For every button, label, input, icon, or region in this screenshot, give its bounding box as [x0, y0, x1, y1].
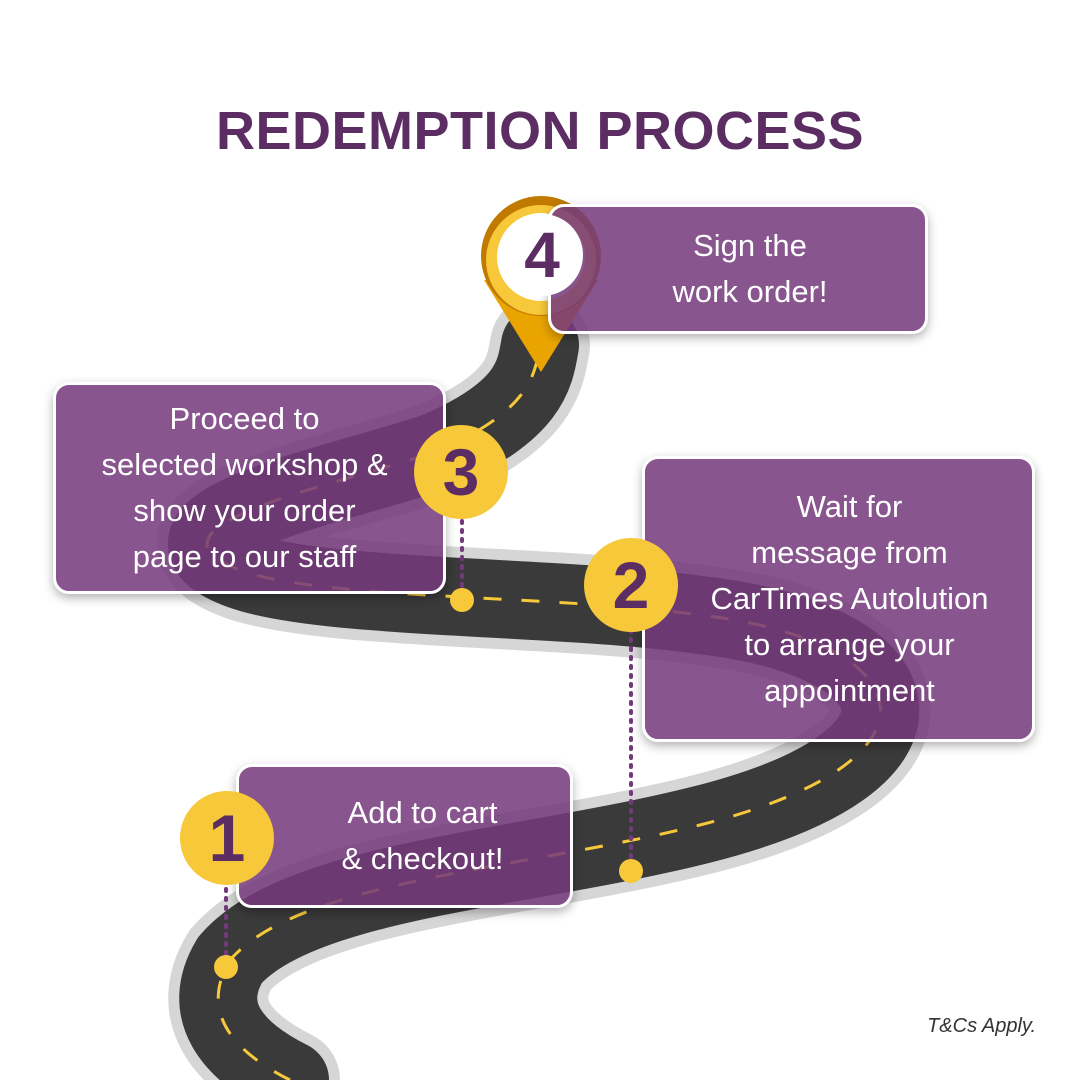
- step-1-number: 1: [180, 791, 274, 885]
- terms-note: T&Cs Apply.: [927, 1015, 1036, 1037]
- marker-dot-2: [619, 859, 643, 883]
- step-3-number: 3: [414, 425, 508, 519]
- step-2-number: 2: [584, 538, 678, 632]
- step-3-box: Proceed to selected workshop & show your…: [53, 382, 446, 594]
- step-3-text: Proceed to selected workshop & show your…: [101, 401, 388, 574]
- step-2-text: Wait for message from CarTimes Autolutio…: [710, 489, 989, 708]
- step-4-number: 4: [501, 214, 583, 296]
- marker-dot-3: [450, 588, 474, 612]
- step-1-box: Add to cart & checkout!: [236, 764, 573, 908]
- step-1-text: Add to cart & checkout!: [341, 795, 504, 876]
- page-title: REDEMPTION PROCESS: [215, 101, 865, 161]
- step-4-text: Sign the work order!: [672, 228, 828, 309]
- step-4-box: Sign the work order!: [548, 204, 928, 334]
- marker-dot-1: [214, 955, 238, 979]
- step-2-box: Wait for message from CarTimes Autolutio…: [642, 456, 1035, 742]
